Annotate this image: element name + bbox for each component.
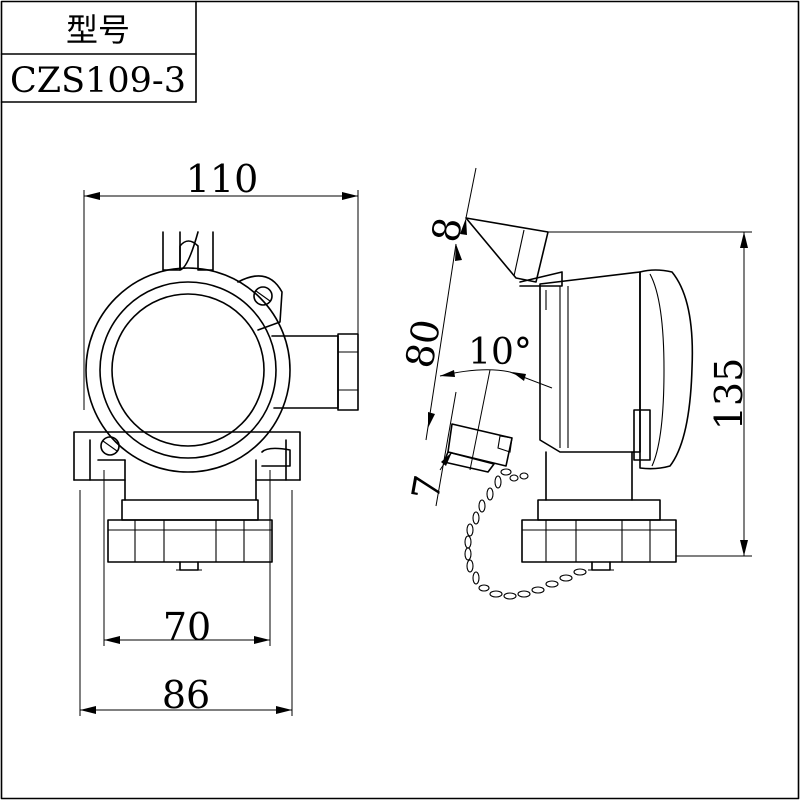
- dim-mount-spacing: 70: [163, 605, 211, 649]
- dim-overall-height: 135: [707, 358, 751, 431]
- title-block: 型号 CZS109-3: [0, 0, 197, 103]
- dim-cap-offset: 7: [403, 472, 451, 503]
- lid-chain: [464, 468, 587, 600]
- dim-top-offset: 8: [423, 214, 471, 245]
- dim-base-width: 86: [162, 673, 210, 717]
- title-header-label: 型号: [66, 11, 130, 49]
- dim-body-depth: 80: [397, 316, 449, 371]
- dim-tilt-angle: 10°: [468, 332, 532, 373]
- dim-overall-width: 110: [186, 157, 259, 201]
- model-number: CZS109-3: [10, 61, 186, 101]
- dimension-labels: 110 70 86 8 80 10° 7 135: [162, 157, 751, 717]
- dimension-lines: [79, 167, 752, 716]
- front-view: [73, 231, 359, 571]
- side-view: [443, 217, 694, 600]
